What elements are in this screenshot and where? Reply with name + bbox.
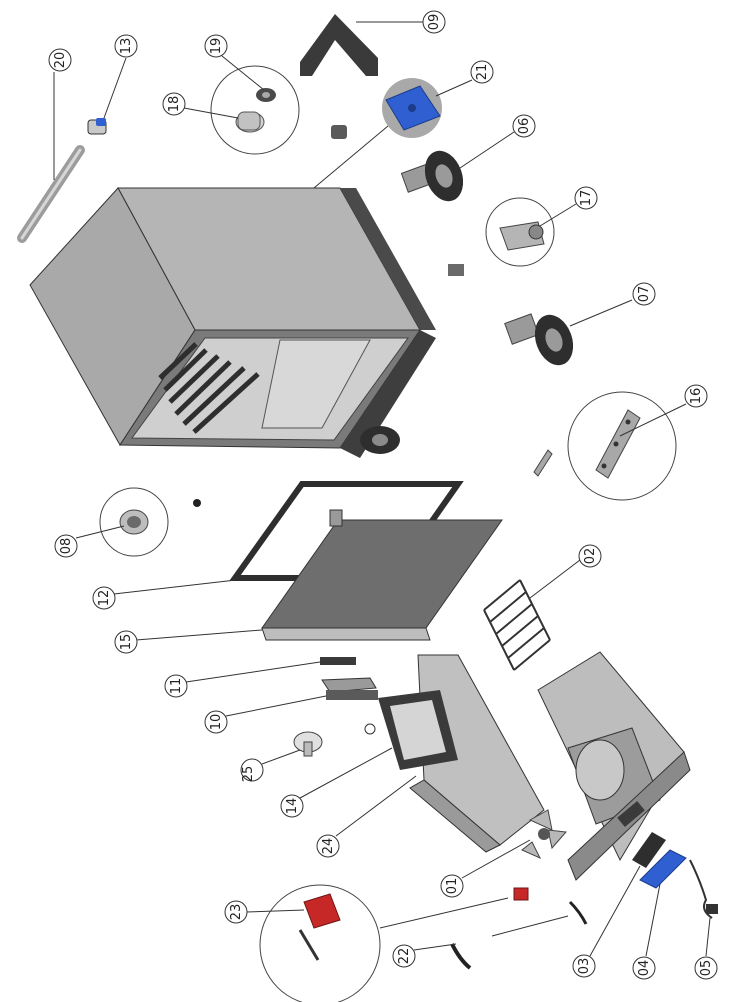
- part-25-knob: [293, 723, 376, 757]
- callout-25-label: 25: [241, 766, 256, 783]
- callout-02-label: 02: [583, 548, 598, 565]
- callout-15: 15: [114, 629, 263, 654]
- part-15-door: [261, 509, 503, 641]
- callout-19: 19: [204, 34, 265, 91]
- part-14-24-tray-base: [378, 654, 545, 853]
- callout-03: 03: [572, 865, 641, 978]
- callout-15-label: 15: [119, 634, 134, 651]
- callout-07: 07: [569, 282, 656, 327]
- callout-08: 08: [54, 525, 125, 558]
- callout-16: 16: [619, 384, 708, 437]
- part-main-cabinet: [29, 187, 436, 458]
- callout-06-label: 06: [517, 118, 532, 135]
- callout-03-label: 03: [577, 958, 592, 975]
- part-base-plate: [537, 651, 691, 881]
- callout-14-label: 14: [285, 798, 300, 815]
- callout-20: 20: [48, 48, 72, 180]
- part-07-caster: [504, 313, 574, 366]
- part-02-heater: [483, 579, 551, 671]
- callout-18: 18: [162, 92, 239, 119]
- callout-22: 22: [392, 915, 569, 968]
- part-06-caster: [400, 150, 464, 202]
- callout-13-label: 13: [119, 38, 134, 55]
- part-16-hinge: [533, 391, 677, 501]
- part-09-bracket: [300, 14, 378, 76]
- callout-24: 24: [316, 775, 417, 858]
- callout-10: 10: [204, 695, 327, 734]
- callout-20-label: 20: [53, 52, 68, 69]
- callout-06: 06: [459, 114, 536, 169]
- callout-04: 04: [632, 883, 661, 980]
- part-22-23-thermostat: [259, 884, 588, 1002]
- callout-17: 17: [539, 186, 598, 227]
- callout-17-label: 17: [579, 190, 594, 207]
- callout-16-label: 16: [689, 388, 704, 405]
- callout-14: 14: [280, 747, 393, 818]
- part-08-fan-hub: [99, 487, 201, 557]
- callout-02: 02: [529, 544, 602, 599]
- part-20-rod: [17, 145, 85, 243]
- callout-10-label: 10: [209, 714, 224, 731]
- callout-18-label: 18: [167, 96, 182, 113]
- callouts-layer: 09 19 20 13 18 21: [48, 10, 718, 980]
- callout-04-label: 04: [637, 960, 652, 977]
- callout-08-label: 08: [59, 538, 74, 555]
- part-10-bracket: [321, 677, 378, 700]
- callout-05: 05: [694, 917, 718, 980]
- part-13-clip: [87, 118, 107, 135]
- part-18-19-knob-assembly: [210, 65, 347, 155]
- callout-01-label: 01: [445, 878, 460, 895]
- callout-11: 11: [164, 661, 321, 698]
- callout-22-label: 22: [397, 948, 412, 965]
- callout-09-label: 09: [427, 14, 442, 31]
- callout-13: 13: [103, 34, 138, 119]
- callout-25: 25: [240, 749, 301, 783]
- callout-23-label: 23: [229, 904, 244, 921]
- callout-09: 09: [356, 10, 446, 34]
- callout-12-label: 12: [97, 590, 112, 607]
- callout-21: 21: [435, 60, 494, 97]
- callout-24-label: 24: [321, 838, 336, 855]
- part-03-module: [632, 832, 666, 868]
- callout-11-label: 11: [169, 678, 184, 695]
- callout-23: 23: [224, 897, 509, 929]
- callout-05-label: 05: [699, 960, 714, 977]
- part-04-plate: [639, 849, 687, 889]
- callout-01: 01: [440, 839, 531, 898]
- part-17-bracket: [448, 197, 555, 276]
- callout-19-label: 19: [209, 38, 224, 55]
- callout-21-label: 21: [475, 64, 490, 81]
- callout-07-label: 07: [637, 286, 652, 303]
- part-01-fan: [521, 809, 568, 860]
- part-11-strip: [320, 657, 356, 665]
- callout-12: 12: [92, 579, 237, 610]
- part-05-cable: [689, 859, 718, 919]
- part-21-blue-plate: [290, 78, 442, 206]
